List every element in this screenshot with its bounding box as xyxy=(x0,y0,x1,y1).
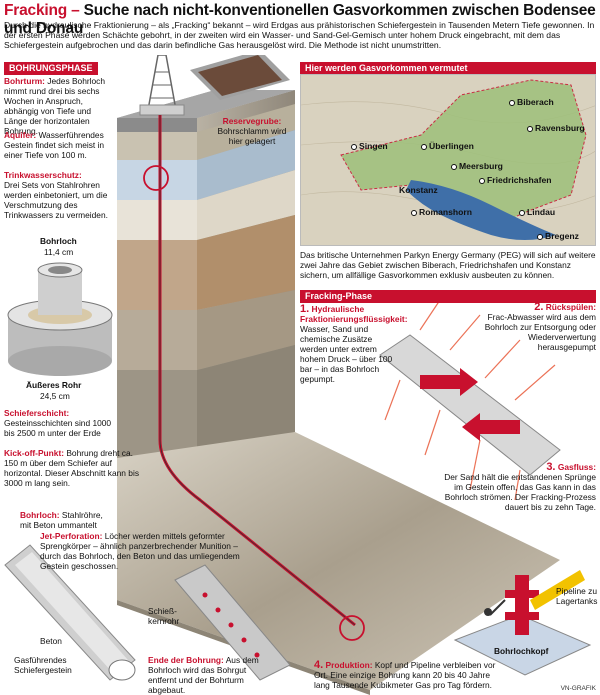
map-title: Hier werden Gasvorkommen vermutet xyxy=(300,62,596,75)
town-marker xyxy=(411,209,417,216)
town-marker xyxy=(509,99,515,106)
step-3-body: Der Sand hält die entstandenen Sprünge i… xyxy=(444,472,596,512)
label-schiesskern: Schieß-kernrohr xyxy=(148,606,180,626)
town-marker xyxy=(537,233,543,240)
label-ende: Ende der Bohrung: Aus dem Bohrloch wird … xyxy=(148,655,260,695)
step-2-number: 2. xyxy=(534,301,544,313)
map: Biberach Ravensburg Singen Überlingen Me… xyxy=(300,74,596,246)
aquifer-head: Aquifer: xyxy=(4,130,37,140)
town-bregenz: Bregenz xyxy=(537,231,579,241)
step-4-head: Produktion: xyxy=(325,660,373,670)
label-bohrloch-size: 11,4 cm xyxy=(44,247,74,257)
label-beton: Beton xyxy=(40,636,62,646)
label-aeusseres-size: 24,5 cm xyxy=(40,391,70,401)
step-3-head: Gasfluss: xyxy=(557,462,596,472)
reserve-pit xyxy=(198,55,282,96)
town-meersburg: Meersburg xyxy=(451,161,503,171)
label-bohrlochkopf: Bohrlochkopf xyxy=(494,646,549,656)
town-lindau: Lindau xyxy=(519,207,555,217)
label-gas-schiefer: Gasführendes Schiefergestein xyxy=(14,655,72,675)
step-2-body: Frac-Abwasser wird aus dem Bohrloch zur … xyxy=(484,312,596,352)
label-bohrloch-pipe: Bohrloch: Stahlröhre, mit Beton ummantel… xyxy=(20,510,110,530)
label-schiefer: Schieferschicht: Gesteinsschichten sind … xyxy=(4,408,118,438)
step-4: 4. Produktion: Kopf und Pipeline verblei… xyxy=(314,659,504,691)
bohrloch-pipe-body: Stahlröhre, mit Beton ummantelt xyxy=(20,510,103,530)
town-marker xyxy=(351,143,357,150)
town-romanshorn: Romanshorn xyxy=(411,207,472,217)
lake-constance xyxy=(406,180,556,240)
town-ravensburg: Ravensburg xyxy=(527,123,585,133)
pipe-cutaway xyxy=(4,544,136,681)
title-rest: Suche nach nicht-konventionellen Gasvork… xyxy=(4,2,596,37)
town-biberach: Biberach xyxy=(509,97,554,107)
production-callout-circle xyxy=(339,615,365,641)
step-3-number: 3. xyxy=(546,461,556,473)
schiefer-head: Schieferschicht: xyxy=(4,408,70,418)
jet-body: Löcher werden mittels geformter Sprengkö… xyxy=(40,531,240,571)
label-reservegrube: Reservegrube: Bohrschlamm wird hier gela… xyxy=(212,116,292,146)
title-lead: Fracking – xyxy=(4,2,80,19)
step-4-number: 4. xyxy=(314,659,324,671)
kickoff-body: Bohrung dreht ca. 150 m über dem Schiefe… xyxy=(4,448,140,488)
kickoff-head: Kick-off-Punkt: xyxy=(4,448,65,458)
bohrturm-body: Jedes Bohrloch nimmt rund drei bis sechs… xyxy=(4,76,106,136)
bohrturm-head: Bohrturm: xyxy=(4,76,45,86)
town-marker xyxy=(479,177,485,184)
trinkwasser-body: Drei Sets von Stahlrohren werden einbeto… xyxy=(4,180,108,220)
town-marker xyxy=(519,209,525,216)
reservegrube-body: Bohrschlamm wird hier gelagert xyxy=(217,126,287,146)
section-fracking-phase: Fracking-Phase xyxy=(300,290,596,303)
casing-cross-section xyxy=(7,262,113,376)
bohrloch-pipe-head: Bohrloch: xyxy=(20,510,60,520)
aquifer-body: Wasserführendes Gestein findet sich meis… xyxy=(4,130,105,160)
label-aeusseres-rohr: Äußeres Rohr xyxy=(26,380,82,390)
step-3: 3. Gasfluss: Der Sand hält die entstande… xyxy=(440,461,596,513)
label-bohrloch: Bohrloch xyxy=(40,236,77,246)
section-bohrungsphase: BOHRUNGSPHASE xyxy=(4,62,98,75)
geology-illustration xyxy=(4,55,592,695)
step-2: 2. Rückspülen: Frac-Abwasser wird aus de… xyxy=(476,301,596,353)
label-aquifer: Aquifer: Wasserführendes Gestein findet … xyxy=(4,130,112,160)
trinkwasser-head: Trinkwasserschutz: xyxy=(4,170,82,180)
label-kickoff: Kick-off-Punkt: Bohrung dreht ca. 150 m … xyxy=(4,448,144,488)
map-graphic xyxy=(301,75,595,245)
credit: VN-GRAFIK xyxy=(560,685,596,692)
town-friedrichshafen: Friedrichshafen xyxy=(479,175,551,185)
town-marker xyxy=(527,125,533,132)
pipeline-arrow xyxy=(530,570,585,610)
town-marker xyxy=(451,163,457,170)
reservegrube-head: Reservegrube: xyxy=(222,116,282,126)
ende-head: Ende der Bohrung: xyxy=(148,655,224,665)
town-marker xyxy=(421,143,427,150)
page-title: Fracking – Suche nach nicht-konventionel… xyxy=(4,2,596,38)
town-konstanz: Konstanz xyxy=(399,185,438,195)
step-1-number: 1. xyxy=(300,303,310,315)
jet-head: Jet-Perforation: xyxy=(40,531,103,541)
step-4-body: Kopf und Pipeline verbleiben vor Ort. Ei… xyxy=(314,660,496,690)
step-1: 1. Hydraulische Fraktionierungsflüssigke… xyxy=(300,303,408,385)
step-1-body: Wasser, Sand und chemische Zusätze werde… xyxy=(300,324,393,384)
town-ueberlingen: Überlingen xyxy=(421,141,474,151)
trinkwasser-callout-circle xyxy=(143,165,169,191)
map-caption: Das britische Unternehmen Parkyn Energy … xyxy=(300,250,596,280)
flow-arrow-in xyxy=(420,368,478,396)
ende-body: Aus dem Bohrloch wird das Bohrgut entfer… xyxy=(148,655,259,695)
step-1-head: Hydraulische Fraktionierungsflüssigkeit: xyxy=(300,304,408,324)
label-bohrturm: Bohrturm: Jedes Bohrloch nimmt rund drei… xyxy=(4,76,114,136)
label-trinkwasser: Trinkwasserschutz: Drei Sets von Stahlro… xyxy=(4,170,112,220)
town-singen: Singen xyxy=(351,141,388,151)
wellhead xyxy=(453,570,592,676)
perforation-gun xyxy=(174,564,291,681)
label-jet-perforation: Jet-Perforation: Löcher werden mittels g… xyxy=(40,531,240,571)
drilling-rig xyxy=(139,55,185,116)
flow-arrow-back xyxy=(462,413,520,441)
schiefer-body: Gesteinsschichten sind 1000 bis 2500 m u… xyxy=(4,418,112,438)
label-pipeline: Pipeline zu Lagertanks xyxy=(556,586,598,606)
step-2-head: Rückspülen: xyxy=(545,302,596,312)
intro-text: Durch die hydraulische Fraktionierung – … xyxy=(4,20,595,50)
frack-pipe xyxy=(379,299,561,501)
